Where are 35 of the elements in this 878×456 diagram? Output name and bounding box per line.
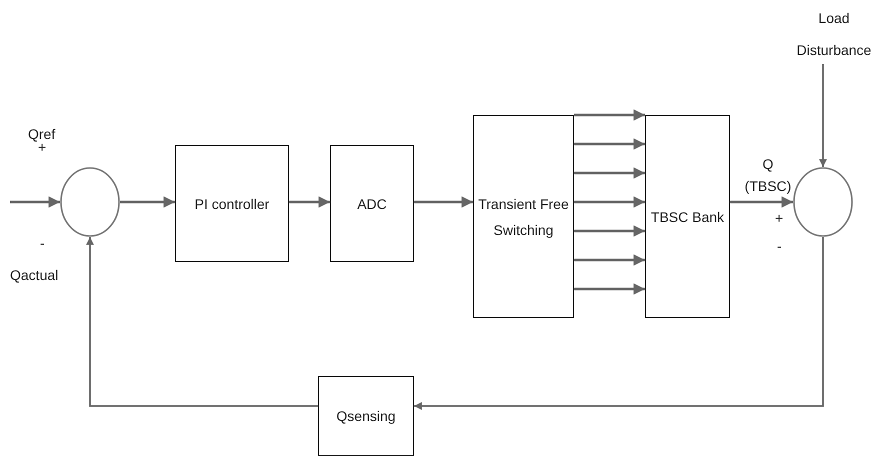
signal-arrow — [574, 167, 645, 179]
signal-arrow — [574, 225, 645, 237]
signal-label: Qactual — [10, 268, 58, 282]
signal-arrow — [86, 237, 318, 407]
block-label: Qsensing — [336, 407, 396, 426]
signal-label: Q (TBSC) — [744, 155, 792, 196]
signal-label: Qref — [28, 127, 56, 141]
sign-label: - — [40, 236, 45, 250]
block-label: PI controller — [194, 194, 270, 214]
signal-arrow — [414, 237, 824, 410]
signal-arrow — [574, 283, 645, 295]
sign-label: + — [775, 211, 784, 225]
signal-arrow — [730, 196, 793, 208]
block-label: Transient Free Switching — [477, 194, 570, 240]
sign-label: - — [777, 239, 782, 253]
sign-label: + — [38, 140, 46, 154]
signal-arrow — [574, 138, 645, 150]
process-block — [645, 115, 730, 318]
signal-arrow — [10, 196, 60, 208]
signal-arrow — [289, 196, 330, 208]
signal-arrow — [819, 64, 827, 167]
block-label: TBSC Bank — [650, 208, 724, 226]
signal-arrow — [574, 196, 645, 208]
signal-arrow — [120, 196, 175, 208]
block-label: ADC — [357, 194, 387, 214]
summing-junction — [793, 167, 853, 237]
summing-junction — [60, 167, 120, 237]
process-block — [175, 145, 289, 262]
input-label: Load Disturbance — [796, 9, 872, 60]
signal-arrow — [574, 254, 645, 266]
process-block — [330, 145, 414, 262]
signal-arrow — [414, 196, 473, 208]
signal-arrow — [574, 109, 645, 121]
process-block — [473, 115, 574, 318]
process-block — [318, 376, 414, 456]
